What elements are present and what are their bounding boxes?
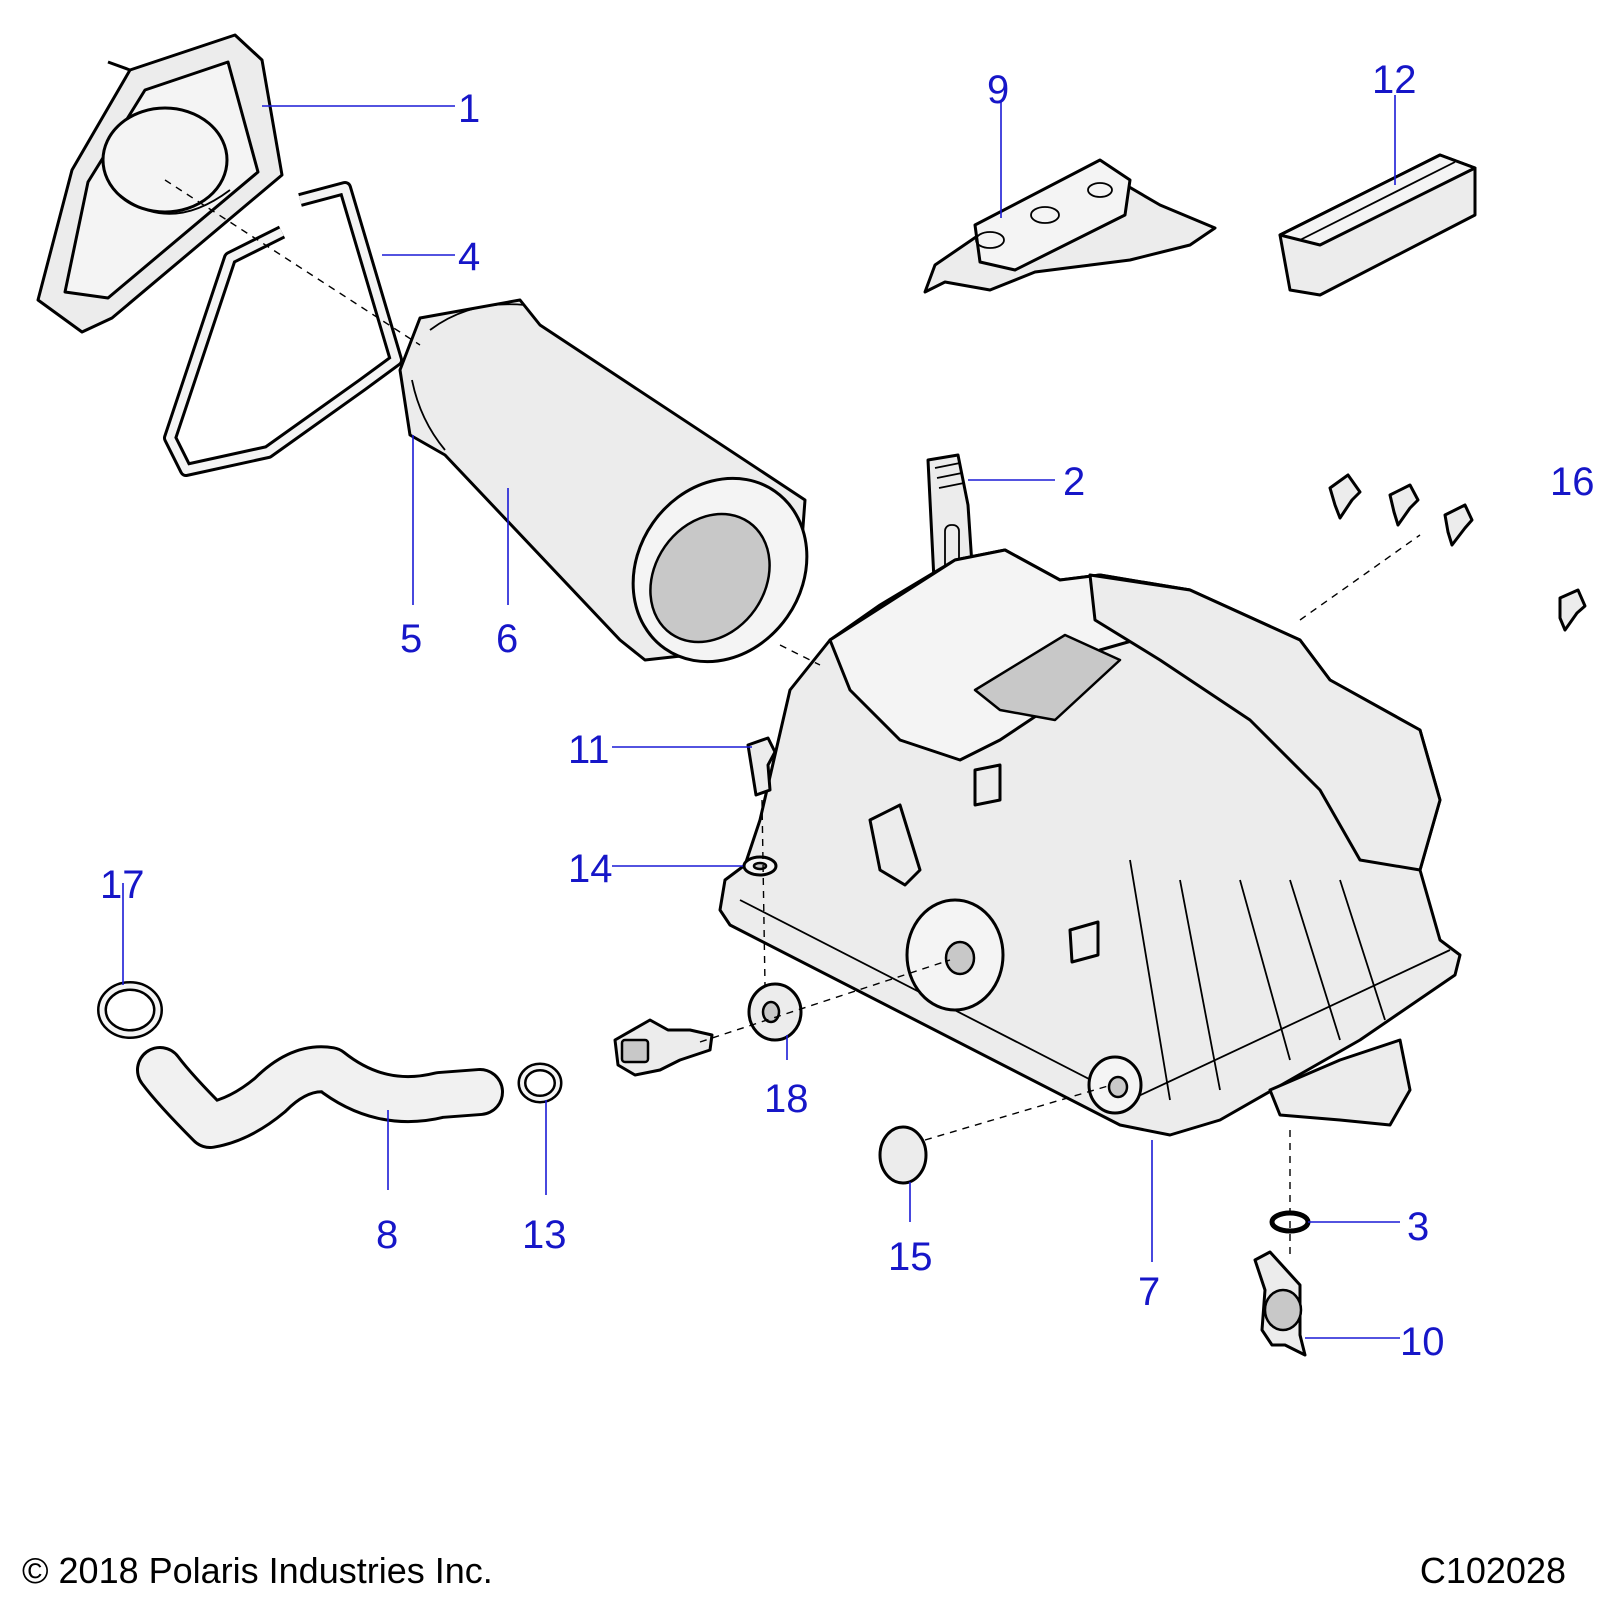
part-12-edge-trim xyxy=(1278,153,1477,297)
assembly-lines xyxy=(164,179,1421,1255)
part-4-gasket xyxy=(163,181,403,477)
part-15-plug xyxy=(878,1125,928,1185)
callout-1: 1 xyxy=(458,87,480,131)
figure-code: C102028 xyxy=(1419,1550,1566,1591)
part-18-grommet xyxy=(747,982,803,1042)
callout-16: 16 xyxy=(1550,460,1595,504)
callout-6: 6 xyxy=(496,617,518,661)
part-17-clamp xyxy=(97,981,163,1039)
callout-10: 10 xyxy=(1400,1320,1445,1364)
callout-8: 8 xyxy=(376,1213,398,1257)
callout-11: 11 xyxy=(568,728,610,772)
callout-18: 18 xyxy=(764,1077,809,1121)
part-1-airbox-cover xyxy=(36,33,284,334)
part-9-bracket xyxy=(923,158,1217,294)
part-13-clamp xyxy=(517,1062,563,1104)
callout-2: 2 xyxy=(1063,460,1085,504)
callout-14: 14 xyxy=(568,847,613,891)
part-10-drain-valve xyxy=(1253,1250,1307,1357)
part-11-screw xyxy=(746,736,777,797)
callout-5: 5 xyxy=(400,617,422,661)
part-6-air-filter xyxy=(398,298,809,664)
part-14-washer xyxy=(742,855,778,877)
leader-lines xyxy=(122,95,1400,1339)
callout-4: 4 xyxy=(458,235,480,279)
copyright-notice: © 2018 Polaris Industries Inc. xyxy=(22,1550,493,1591)
callout-13: 13 xyxy=(522,1213,567,1257)
callout-12: 12 xyxy=(1372,58,1417,102)
callout-labels: 1 2 3 4 5 6 7 8 9 10 11 12 13 14 15 16 1… xyxy=(100,58,1595,1364)
callout-15: 15 xyxy=(888,1235,933,1279)
callout-3: 3 xyxy=(1407,1205,1429,1249)
sensor xyxy=(613,1018,714,1077)
part-7-airbox-housing xyxy=(718,548,1462,1137)
part-16-screws xyxy=(1328,473,1587,632)
callout-17: 17 xyxy=(100,863,145,907)
part-8-hose xyxy=(136,1045,504,1149)
callout-7: 7 xyxy=(1138,1270,1160,1314)
callout-9: 9 xyxy=(987,68,1009,112)
